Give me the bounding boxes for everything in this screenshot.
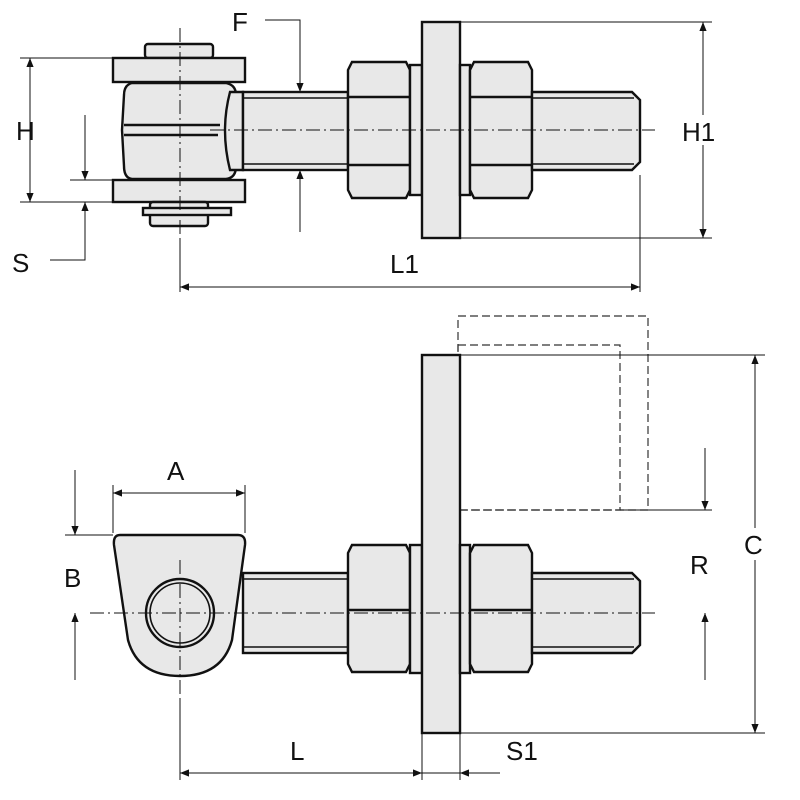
lower-washer [111,178,247,204]
dim-label-b: B [64,563,81,593]
dim-label-f: F [232,7,248,37]
neck [223,90,245,172]
hinge-eye [120,81,238,181]
dim-label-l: L [290,736,304,766]
label-mask [688,548,720,580]
dim-label-s: S [12,248,29,278]
bottom-dimensions: A B R C L S1 [60,354,772,780]
dim-line-s-lower [50,202,89,261]
threaded-rod-right [530,90,642,172]
dim-label-h1: H1 [682,117,715,147]
washer-right-side [458,543,472,675]
dim-line-f-upper [265,19,304,92]
pin-top [143,42,215,60]
top-view [111,20,655,240]
dim-label-l1: L1 [390,249,419,279]
dim-label-c: C [744,530,763,560]
bottom-view [90,315,655,735]
label-mask [60,560,90,592]
threaded-rod-left [241,90,350,172]
gate-outline-closed [457,344,621,511]
washer-left-side [408,543,424,675]
upper-washer [111,56,247,84]
nut-right-side [468,543,534,674]
mounting-plate-side [420,353,462,735]
dim-label-h: H [16,116,35,146]
nut-left-side [346,543,412,674]
threaded-rod-right-side [530,571,642,655]
top-dimensions: H S F H1 L1 [12,7,730,292]
dim-label-s1: S1 [506,736,538,766]
circlip [141,206,233,217]
dim-label-r: R [690,550,709,580]
dim-label-a: A [167,456,185,486]
label-mask [740,528,772,560]
label-mask [680,115,730,145]
